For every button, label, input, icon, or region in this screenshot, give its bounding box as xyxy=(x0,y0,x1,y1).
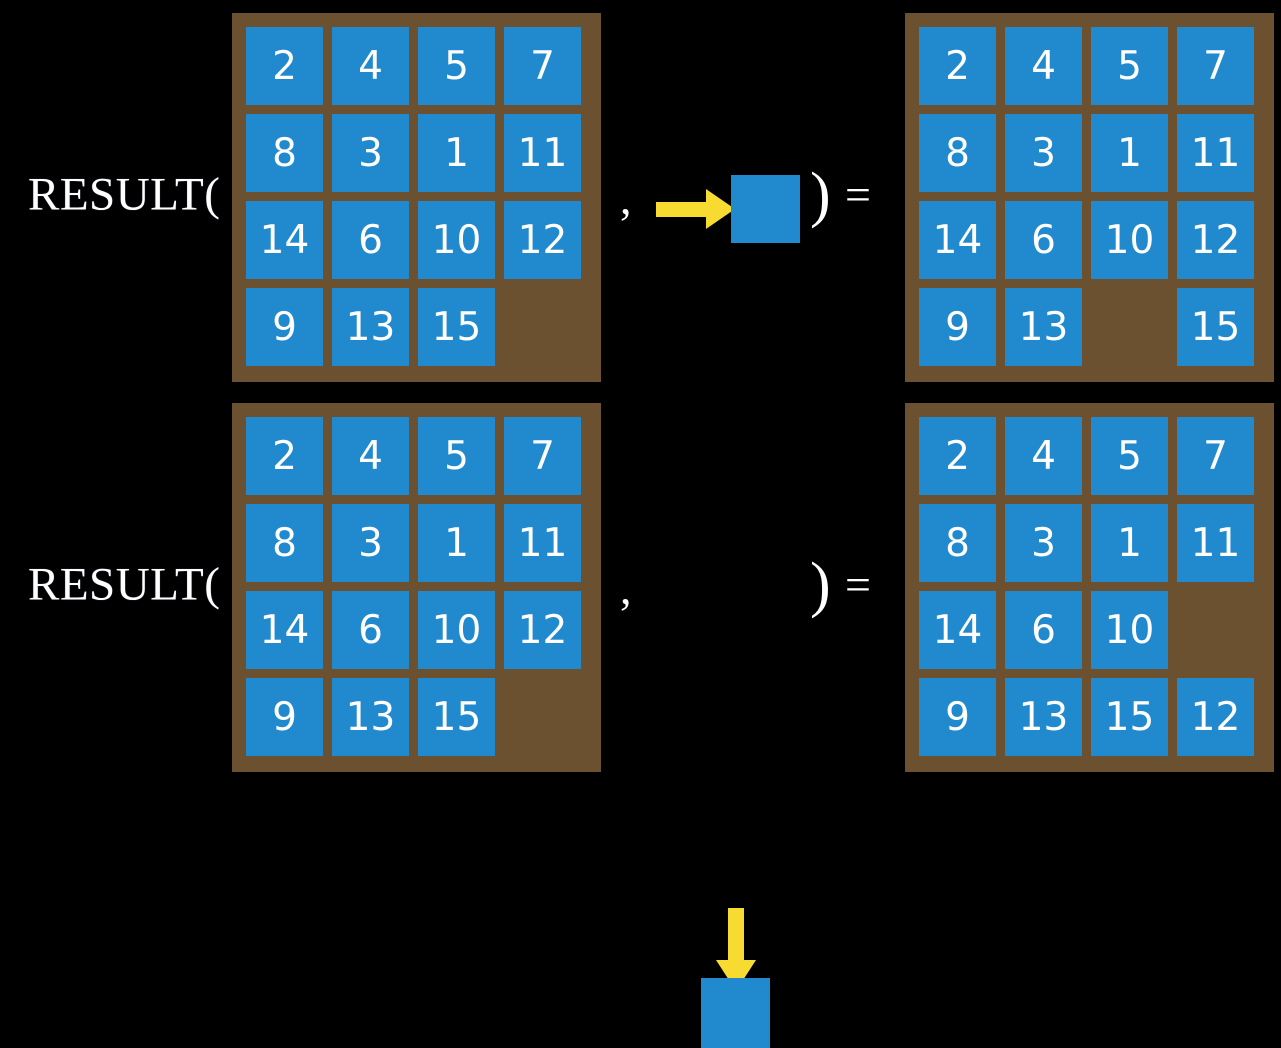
puzzle-tile: 13 xyxy=(332,288,409,366)
puzzle-tile: 8 xyxy=(246,114,323,192)
move-operand-right xyxy=(656,175,800,243)
puzzle-tile: 13 xyxy=(1005,678,1082,756)
result-function-label: RESULT( xyxy=(28,558,221,611)
puzzle-tile: 14 xyxy=(919,201,996,279)
puzzle-tile: 9 xyxy=(246,678,323,756)
puzzle-tile: 12 xyxy=(504,201,581,279)
puzzle-tile: 3 xyxy=(332,504,409,582)
puzzle-tile: 5 xyxy=(1091,417,1168,495)
puzzle-tile: 13 xyxy=(1005,288,1082,366)
puzzle-tile: 14 xyxy=(919,591,996,669)
puzzle-tile: 12 xyxy=(1177,678,1254,756)
puzzle-tile: 15 xyxy=(1091,678,1168,756)
puzzle-tile: 7 xyxy=(1177,417,1254,495)
puzzle-tile: 8 xyxy=(919,504,996,582)
puzzle-tile: 3 xyxy=(1005,114,1082,192)
puzzle-tile: 3 xyxy=(1005,504,1082,582)
puzzle-tile: 5 xyxy=(1091,27,1168,105)
puzzle-tile: 7 xyxy=(504,27,581,105)
arrow-shaft xyxy=(656,202,710,217)
puzzle-tile: 5 xyxy=(418,417,495,495)
blank-cell xyxy=(1177,591,1254,669)
equals-sign: = xyxy=(845,169,871,220)
puzzle-tile: 2 xyxy=(246,27,323,105)
puzzle-tile: 4 xyxy=(1005,27,1082,105)
puzzle-tile: 3 xyxy=(332,114,409,192)
puzzle-tile: 9 xyxy=(246,288,323,366)
puzzle-tile: 1 xyxy=(418,504,495,582)
puzzle-tile: 9 xyxy=(919,678,996,756)
closing-paren: ) xyxy=(810,161,831,229)
puzzle-tile: 15 xyxy=(1177,288,1254,366)
operand-tile xyxy=(731,175,800,243)
puzzle-tile: 10 xyxy=(418,201,495,279)
puzzle-tile: 6 xyxy=(332,591,409,669)
puzzle-tile: 8 xyxy=(246,504,323,582)
puzzle-tile: 4 xyxy=(332,417,409,495)
puzzle-tile: 8 xyxy=(919,114,996,192)
puzzle-tile: 11 xyxy=(504,504,581,582)
arrow-head xyxy=(706,189,735,229)
puzzle-tile: 4 xyxy=(1005,417,1082,495)
puzzle-tile: 11 xyxy=(504,114,581,192)
puzzle-tile: 10 xyxy=(1091,591,1168,669)
puzzle-tile: 4 xyxy=(332,27,409,105)
puzzle-tile: 10 xyxy=(418,591,495,669)
puzzle-tile: 6 xyxy=(332,201,409,279)
puzzle-tile: 14 xyxy=(246,591,323,669)
puzzle-tile: 1 xyxy=(418,114,495,192)
arrow-right-icon xyxy=(656,189,735,229)
arrow-shaft xyxy=(728,908,744,966)
puzzle-tile: 15 xyxy=(418,288,495,366)
result-function-label: RESULT( xyxy=(28,168,221,221)
blank-cell xyxy=(1091,288,1168,366)
puzzle-tile: 1 xyxy=(1091,504,1168,582)
puzzle-tile: 14 xyxy=(246,201,323,279)
puzzle-tile: 2 xyxy=(246,417,323,495)
puzzle-tile: 11 xyxy=(1177,114,1254,192)
move-operand-down xyxy=(701,908,770,1048)
comma-separator: , xyxy=(620,172,632,224)
puzzle-tile: 6 xyxy=(1005,591,1082,669)
puzzle-tile: 15 xyxy=(418,678,495,756)
comma-separator: , xyxy=(620,562,632,614)
blank-cell xyxy=(504,678,581,756)
puzzle-tile: 2 xyxy=(919,417,996,495)
puzzle-tile: 12 xyxy=(504,591,581,669)
puzzle-tile: 13 xyxy=(332,678,409,756)
puzzle-tile: 11 xyxy=(1177,504,1254,582)
puzzle-tile: 10 xyxy=(1091,201,1168,279)
puzzle-tile: 7 xyxy=(504,417,581,495)
closing-paren: ) xyxy=(810,551,831,619)
puzzle-tile: 7 xyxy=(1177,27,1254,105)
puzzle-tile: 12 xyxy=(1177,201,1254,279)
blank-cell xyxy=(504,288,581,366)
puzzle-tile: 2 xyxy=(919,27,996,105)
puzzle-tile: 5 xyxy=(418,27,495,105)
operand-tile xyxy=(701,978,770,1048)
equals-sign: = xyxy=(845,559,871,610)
puzzle-tile: 1 xyxy=(1091,114,1168,192)
puzzle-tile: 9 xyxy=(919,288,996,366)
puzzle-tile: 6 xyxy=(1005,201,1082,279)
